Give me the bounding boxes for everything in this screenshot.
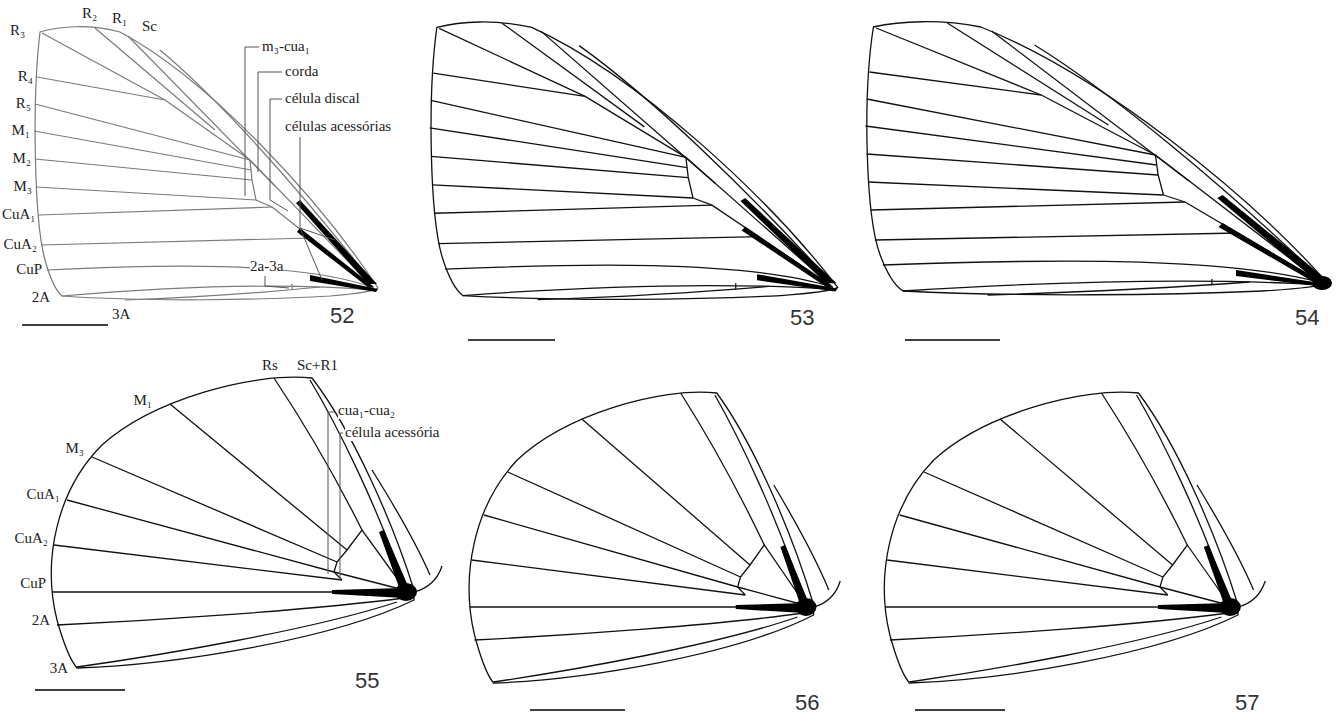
- forewing-53: [430, 22, 838, 300]
- figure-number: 52: [330, 303, 354, 328]
- vein-label: 2A: [32, 289, 50, 306]
- vein-label: CuP: [20, 575, 46, 592]
- vein-label: 2A: [32, 612, 50, 629]
- vein-label: CuA₁: [26, 486, 60, 503]
- vein-label: R₃: [10, 22, 25, 39]
- vein-label: CuA₁: [2, 206, 36, 223]
- vein-label: 3A: [112, 306, 130, 323]
- figure-number: 56: [795, 690, 819, 715]
- vein-label: Sc+R1: [297, 357, 338, 374]
- scale-bars: [22, 325, 1005, 710]
- vein-label: M₁: [11, 122, 30, 139]
- vein-label: R₂: [82, 5, 97, 22]
- wing-base: [1312, 276, 1332, 290]
- vein-label: M₃: [65, 440, 84, 457]
- forewing-52: [34, 27, 378, 300]
- structure-label: cua₁-cua₂: [338, 402, 395, 419]
- structure-label: corda: [285, 63, 318, 80]
- structure-label: 2a-3a: [250, 258, 283, 275]
- vein-label: CuA₂: [14, 530, 48, 547]
- hindwing-57: [884, 392, 1265, 683]
- figure-number: 54: [1295, 305, 1319, 330]
- vein-label: R₁: [112, 10, 127, 27]
- vein-label: R₄: [18, 68, 33, 85]
- vein-label: Sc: [142, 18, 157, 35]
- hindwing-55: [51, 377, 442, 668]
- vein-label: 3A: [50, 660, 68, 677]
- figure-number: 53: [790, 305, 814, 330]
- hindwing-56: [469, 392, 840, 683]
- vein-label: CuP: [16, 261, 42, 278]
- figure-number: 57: [1235, 690, 1259, 715]
- vein-label: M₂: [12, 150, 31, 167]
- forewing-54: [865, 22, 1327, 295]
- vein-label: Rs: [262, 357, 278, 374]
- figure-number: 55: [355, 668, 379, 693]
- structure-label: célula discal: [285, 90, 360, 107]
- vein-label: M₁: [133, 392, 152, 409]
- vein-label: R₅: [16, 95, 31, 112]
- vein-label: CuA₂: [3, 236, 37, 253]
- structure-label: células acessórias: [285, 118, 391, 135]
- structure-label: célula acessória: [345, 424, 440, 441]
- vein-label: M₃: [13, 178, 32, 195]
- structure-label: m₃-cua₁: [262, 38, 310, 55]
